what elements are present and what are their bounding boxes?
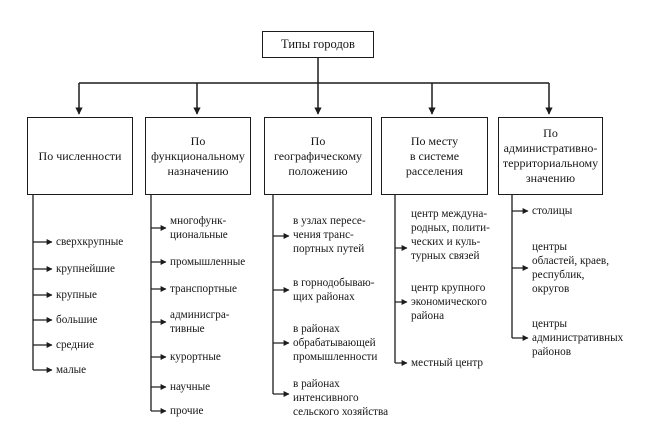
item-industrial: промышленные [170, 256, 246, 268]
item-local-center: местный центр [411, 357, 484, 369]
item-big: большие [56, 314, 98, 326]
item-transport-junctions: в узлах пересе- чения транс- портных пут… [293, 215, 366, 255]
category-box-by-geographic-position: По географическому положению [264, 117, 372, 195]
item-other: прочие [170, 405, 204, 417]
item-manufacturing-regions: в районах обрабатывающей промышленности [293, 323, 378, 363]
item-superlarge: сверхкрупные [56, 236, 124, 248]
item-agricultural-regions: в районах интенсивного сельского хозяйст… [293, 378, 389, 418]
category-box-by-population: По численности [27, 117, 133, 195]
item-transport: транспортные [170, 283, 237, 295]
item-regional-centers: центры областей, краев, республик, округ… [532, 241, 609, 295]
category-box-by-settlement-system: По месту в системе расселения [381, 117, 488, 195]
item-administrative: админисгра- тивные [170, 309, 230, 335]
item-resort: курортные [170, 351, 221, 363]
item-multifunctional: многофунк- циональные [170, 215, 228, 241]
item-largest: крупнейшие [56, 263, 115, 275]
item-economic-region-center: центр крупного экономического района [411, 282, 487, 322]
item-capitals: столицы [532, 205, 573, 217]
category-box-by-administrative-status: По административно- территориальному зна… [498, 117, 603, 195]
item-international-center: центр междуна- родных, полити- ческих и … [411, 208, 490, 262]
item-mining-regions: в горнодобываю- щих районах [293, 277, 375, 303]
category-box-by-function: По функциональному назначению [145, 117, 251, 195]
root-box-types-of-cities: Типы городов [262, 31, 374, 58]
item-scientific: научные [170, 381, 211, 393]
item-district-centers: центры административных районов [532, 318, 624, 358]
item-small: малые [56, 364, 87, 376]
item-medium: средние [56, 339, 95, 351]
item-large: крупные [56, 289, 97, 301]
